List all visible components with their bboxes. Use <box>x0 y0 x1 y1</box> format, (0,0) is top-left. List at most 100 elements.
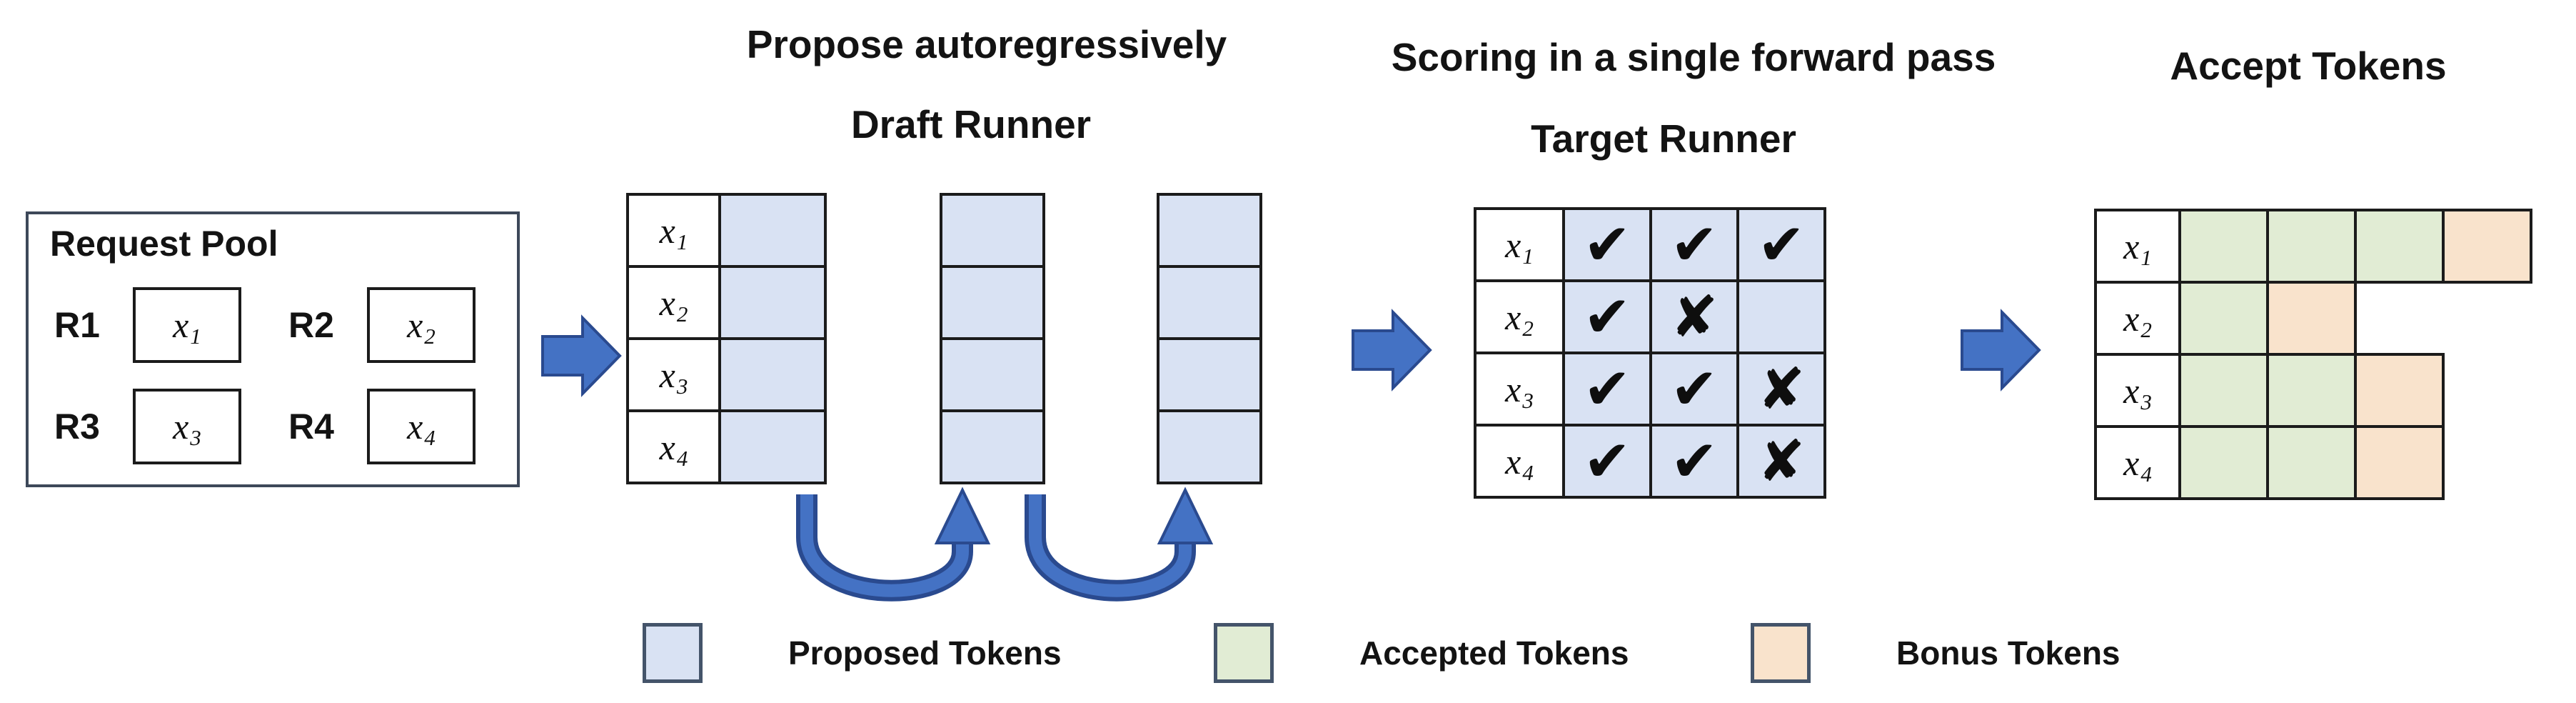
accepted-swatch <box>1214 623 1274 683</box>
flow-arrow-icon <box>1961 309 2041 392</box>
request-id: R1 <box>54 305 100 345</box>
proposed-swatch <box>643 623 703 683</box>
accept-row: x1 <box>2094 209 2532 284</box>
proposed-token-cell <box>940 265 1045 340</box>
legend-item-accepted: Accepted Tokens <box>1214 623 1629 683</box>
proposed-token-cell <box>718 337 827 412</box>
autoregressive-loop-arrow-icon <box>1029 494 1192 597</box>
target-runner-grid: x1 ✔ ✔ ✔ x2 ✔ ✘ x3 ✔ ✔ ✘ x4 ✔ ✔ ✘ <box>1474 207 1826 499</box>
check-mark-cell: ✔ <box>1649 207 1739 282</box>
token-box: x3 <box>132 389 241 464</box>
accepted-token-cell <box>2266 209 2357 284</box>
check-mark-cell: ✔ <box>1562 207 1652 282</box>
target-row-label: x4 <box>1474 424 1565 499</box>
accept-row-label: x1 <box>2094 209 2181 284</box>
accepted-token-cell <box>2266 353 2357 428</box>
request-id: R3 <box>54 407 100 447</box>
draft-step-column-2 <box>940 193 1045 484</box>
proposed-token-cell <box>718 409 827 484</box>
autoregressive-loop-arrow-icon <box>796 494 973 602</box>
flow-arrow-icon <box>1352 309 1432 392</box>
arrowhead-icon <box>934 487 991 544</box>
proposed-token-cell <box>940 193 1045 268</box>
accepted-token-cell <box>2178 353 2269 428</box>
cross-mark-cell: ✘ <box>1649 279 1739 354</box>
token-label: x4 <box>407 407 436 451</box>
check-mark-cell: ✔ <box>1649 352 1739 427</box>
proposed-token-cell <box>1157 193 1262 268</box>
target-row: x3 ✔ ✔ ✘ <box>1474 352 1826 427</box>
accepted-token-cell <box>2354 209 2445 284</box>
accepted-token-cell <box>2266 425 2357 500</box>
request-pool-title: Request Pool <box>50 224 278 264</box>
request-id: R2 <box>288 305 334 345</box>
legend-item-proposed: Proposed Tokens <box>643 623 1062 683</box>
request-item-r2: R2 x2 <box>288 287 476 363</box>
flow-arrow-icon <box>541 314 622 397</box>
autoregressive-loop-arrow-icon <box>1025 494 1196 602</box>
accept-row: x2 <box>2094 281 2530 356</box>
legend-label: Proposed Tokens <box>788 634 1062 672</box>
request-item-r1: R1 x1 <box>54 287 241 363</box>
target-runner-title: Scoring in a single forward pass <box>1391 35 1996 79</box>
draft-row: x2 <box>626 265 827 340</box>
blank-mark-cell <box>1736 279 1826 354</box>
target-row-label: x2 <box>1474 279 1565 354</box>
accepted-token-cell <box>2178 209 2269 284</box>
draft-step-column-3 <box>1157 193 1262 484</box>
accept-row: x4 <box>2094 425 2530 500</box>
bonus-token-cell <box>2354 353 2445 428</box>
token-label: x2 <box>407 305 436 349</box>
token-label: x1 <box>173 305 201 349</box>
request-item-r3: R3 x3 <box>54 389 241 464</box>
check-mark-cell: ✔ <box>1562 352 1652 427</box>
token-label: x3 <box>173 407 201 451</box>
proposed-token-cell <box>718 193 827 268</box>
check-mark-cell: ✔ <box>1736 207 1826 282</box>
proposed-token-cell <box>718 265 827 340</box>
cross-mark-cell: ✘ <box>1736 424 1826 499</box>
proposed-token-cell <box>1157 337 1262 412</box>
legend-label: Accepted Tokens <box>1359 634 1629 672</box>
proposed-token-cell <box>1157 409 1262 484</box>
request-id: R4 <box>288 407 334 447</box>
proposed-token-cell <box>940 409 1045 484</box>
autoregressive-loop-arrow-icon <box>800 494 969 597</box>
bonus-token-cell <box>2354 425 2445 500</box>
bonus-swatch <box>1751 623 1811 683</box>
accept-tokens-grid: x1 x2 x3 x4 <box>2094 209 2532 500</box>
target-row: x1 ✔ ✔ ✔ <box>1474 207 1826 282</box>
draft-row-label: x1 <box>626 193 721 268</box>
bonus-token-cell <box>2442 209 2532 284</box>
target-runner-subtitle: Target Runner <box>1531 116 1796 161</box>
accept-row-label: x2 <box>2094 281 2181 356</box>
draft-row-label: x3 <box>626 337 721 412</box>
accept-tokens-title: Accept Tokens <box>2170 44 2447 88</box>
accept-row-label: x3 <box>2094 353 2181 428</box>
check-mark-cell: ✔ <box>1562 424 1652 499</box>
token-box: x2 <box>366 287 476 363</box>
request-pool-box: Request Pool R1 x1 R2 x2 R3 x3 R4 x4 <box>26 211 520 487</box>
proposed-token-cell <box>940 337 1045 412</box>
target-row: x4 ✔ ✔ ✘ <box>1474 424 1826 499</box>
target-row-label: x3 <box>1474 352 1565 427</box>
accept-row: x3 <box>2094 353 2530 428</box>
accept-row-label: x4 <box>2094 425 2181 500</box>
accepted-token-cell <box>2178 281 2269 356</box>
draft-runner-title: Propose autoregressively <box>746 22 1227 66</box>
cross-mark-cell: ✘ <box>1736 352 1826 427</box>
draft-row-label: x2 <box>626 265 721 340</box>
proposed-token-cell <box>1157 265 1262 340</box>
legend-item-bonus: Bonus Tokens <box>1751 623 2120 683</box>
draft-row: x4 <box>626 409 827 484</box>
bonus-token-cell <box>2266 281 2357 356</box>
request-item-r4: R4 x4 <box>288 389 476 464</box>
accepted-token-cell <box>2178 425 2269 500</box>
draft-row: x3 <box>626 337 827 412</box>
legend-label: Bonus Tokens <box>1896 634 2120 672</box>
check-mark-cell: ✔ <box>1562 279 1652 354</box>
token-box: x4 <box>366 389 476 464</box>
draft-runner-table: x1 x2 x3 x4 <box>626 193 827 484</box>
arrowhead-icon <box>1157 487 1214 544</box>
